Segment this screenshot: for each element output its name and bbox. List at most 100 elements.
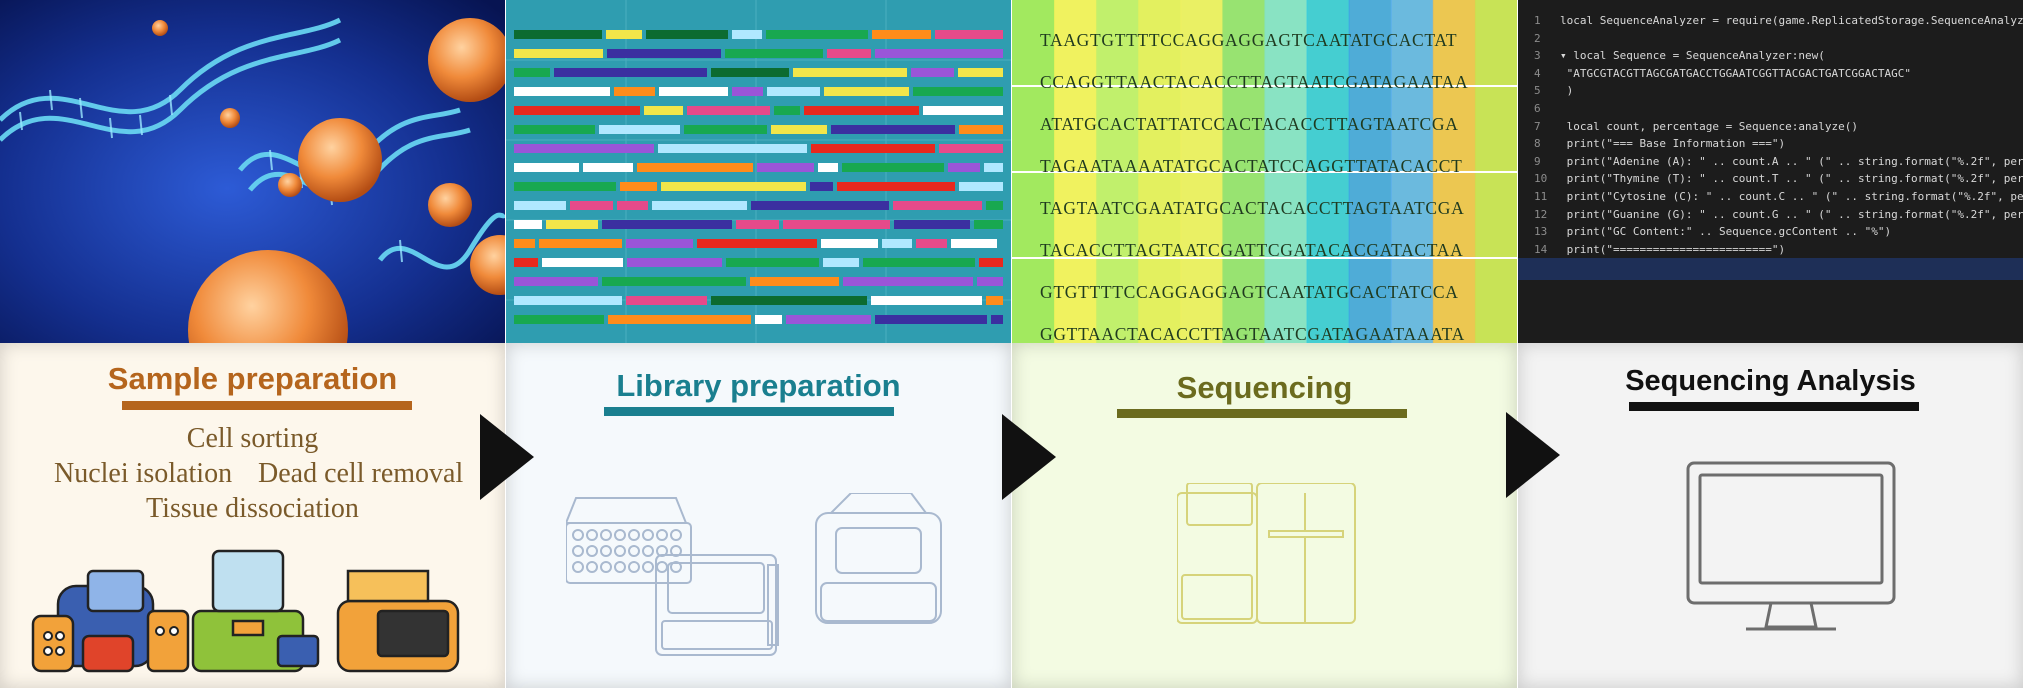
code-text: print("=== Base Information ===") — [1560, 137, 1786, 151]
gel-band — [514, 182, 616, 191]
gel-band — [684, 125, 767, 134]
code-line: 10 print("Thymine (T): " .. count.T .. "… — [1534, 172, 2023, 185]
plate-well — [656, 529, 668, 541]
plate-well — [572, 529, 584, 541]
gel-band — [602, 220, 732, 229]
plate-well — [600, 545, 612, 557]
gel-band — [620, 182, 657, 191]
line-number: 13 — [1534, 225, 1548, 239]
gel-band — [687, 106, 770, 115]
gel-band — [732, 87, 763, 96]
gel-band — [811, 144, 935, 153]
line-number: 12 — [1534, 207, 1548, 221]
code-text: print("GC Content:" .. Sequence.gcConten… — [1560, 225, 1892, 239]
plate-well — [642, 545, 654, 557]
gel-band — [793, 68, 907, 77]
gel-band — [979, 258, 1003, 267]
gel-band — [646, 30, 728, 39]
gel-band — [514, 201, 566, 210]
plate-well — [600, 529, 612, 541]
plate-well — [642, 561, 654, 573]
gel-band — [875, 49, 1003, 58]
arrow-right-icon — [1002, 414, 1056, 500]
code-text: print("Adenine (A): " .. count.A .. " ("… — [1566, 154, 2023, 168]
gel-band — [913, 87, 1003, 96]
gel-band — [774, 106, 800, 115]
gel-band — [935, 30, 1003, 39]
code-text: print("Thymine (T): " .. count.T .. " ("… — [1566, 172, 2023, 186]
plate-well — [656, 561, 668, 573]
panel-bottom: Sequencing Analysis — [1518, 343, 2023, 688]
gel-band — [977, 277, 1003, 286]
plate-well — [614, 545, 626, 557]
step-title: Sequencing Analysis — [1625, 365, 1916, 397]
gel-band — [626, 296, 707, 305]
code-line: 5 ) — [1534, 84, 1573, 97]
gel-band — [514, 258, 538, 267]
code-line: 8 print("=== Base Information ===") — [1534, 137, 1785, 150]
plate-well — [600, 561, 612, 573]
line-number: 4 — [1534, 66, 1541, 80]
step-item-dead-cell-removal: Dead cell removal — [258, 458, 464, 489]
title-underline — [1629, 402, 1919, 411]
gel-band — [627, 258, 722, 267]
gel-band — [751, 201, 889, 210]
gel-band — [827, 49, 871, 58]
gel-band — [882, 239, 912, 248]
gel-band — [951, 239, 997, 248]
plate-well — [586, 561, 598, 573]
code-text: print("========================") — [1560, 242, 1786, 256]
step-title: Library preparation — [616, 368, 901, 403]
cells-dna-image — [0, 0, 505, 343]
gel-band — [732, 30, 762, 39]
panel-library-preparation: Library preparation — [506, 0, 1011, 688]
gel-band — [514, 49, 603, 58]
gel-band — [725, 49, 823, 58]
dna-library-gel-image — [506, 0, 1011, 343]
gel-band — [607, 49, 721, 58]
code-line: 9 print("Adenine (A): " .. count.A .. " … — [1534, 155, 2023, 168]
gel-band — [863, 258, 975, 267]
line-number: 6 — [1534, 102, 1541, 115]
plate-well — [670, 529, 682, 541]
sequence-read: TACACCTTAGTAATCGATTCGATACACGATACTAA — [1040, 240, 1464, 260]
gel-band — [916, 239, 947, 248]
plate-well — [628, 529, 640, 541]
gel-band — [514, 239, 535, 248]
gel-band — [923, 106, 1003, 115]
step-title: Sample preparation — [107, 361, 398, 396]
gel-band — [726, 258, 819, 267]
gel-band — [974, 220, 1003, 229]
code-line: 14 print("========================") — [1534, 243, 1785, 256]
sequence-read: TAGAATAAAATATGCACTATCCAGGTTATACACCT — [1040, 156, 1463, 176]
gel-band — [821, 239, 878, 248]
sequence-read: GGTTAACTACACCTTAGTAATCGATAGAATAAATA — [1040, 324, 1465, 343]
gel-band — [514, 220, 542, 229]
gel-band — [542, 258, 623, 267]
plate-well — [614, 561, 626, 573]
panel-bottom: Sample preparation Cell sorting Nuclei i… — [0, 343, 505, 688]
gel-band — [818, 163, 838, 172]
gel-band — [514, 30, 602, 39]
plate-well — [628, 561, 640, 573]
gel-band — [711, 296, 867, 305]
gel-band — [514, 277, 598, 286]
gel-band — [810, 182, 833, 191]
panel-sample-preparation: Sample preparation Cell sorting Nuclei i… — [0, 0, 505, 688]
gel-band — [652, 201, 747, 210]
gel-band — [831, 125, 955, 134]
gel-band — [637, 163, 753, 172]
code-line: 3▾ local Sequence = SequenceAnalyzer:new… — [1534, 49, 1825, 62]
code-line: 6 — [1534, 102, 1560, 115]
gel-band — [766, 30, 868, 39]
gel-band — [842, 163, 944, 172]
monitor-icon — [1686, 461, 1896, 631]
plate-well — [642, 529, 654, 541]
library-instruments-icon — [566, 493, 942, 656]
gel-band — [843, 277, 973, 286]
lab-instruments-icon — [31, 549, 460, 673]
panel-bottom: Sequencing — [1012, 343, 1517, 688]
gel-band — [986, 201, 1003, 210]
